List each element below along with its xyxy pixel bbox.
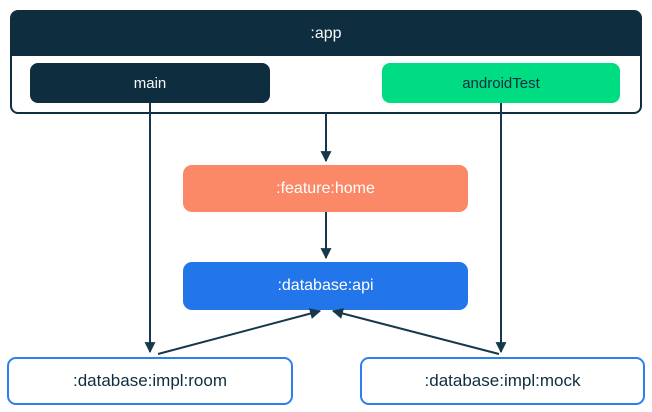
node-app-module: :app main androidTest [10, 10, 642, 114]
node-database-impl-mock-label: :database:impl:mock [424, 371, 581, 390]
node-database-impl-room-label: :database:impl:room [72, 371, 228, 390]
node-main-label: main [133, 74, 167, 92]
node-app-header: :app [12, 12, 640, 56]
edge-database-impl-mock-to-database-api [331, 308, 500, 355]
node-app-label: :app [310, 25, 342, 42]
node-database-api: :database:api [183, 262, 468, 310]
node-feature-home: :feature:home [183, 165, 468, 212]
node-androidtest-label: androidTest [462, 74, 540, 92]
node-database-api-label: :database:api [277, 277, 374, 294]
node-feature-home-label: :feature:home [276, 179, 375, 197]
node-database-impl-mock: :database:impl:mock [360, 357, 645, 405]
node-database-impl-room: :database:impl:room [7, 357, 293, 405]
edge-database-impl-room-to-database-api [157, 308, 322, 355]
node-source-set-androidtest: androidTest [382, 63, 620, 103]
node-source-set-main: main [30, 63, 270, 103]
